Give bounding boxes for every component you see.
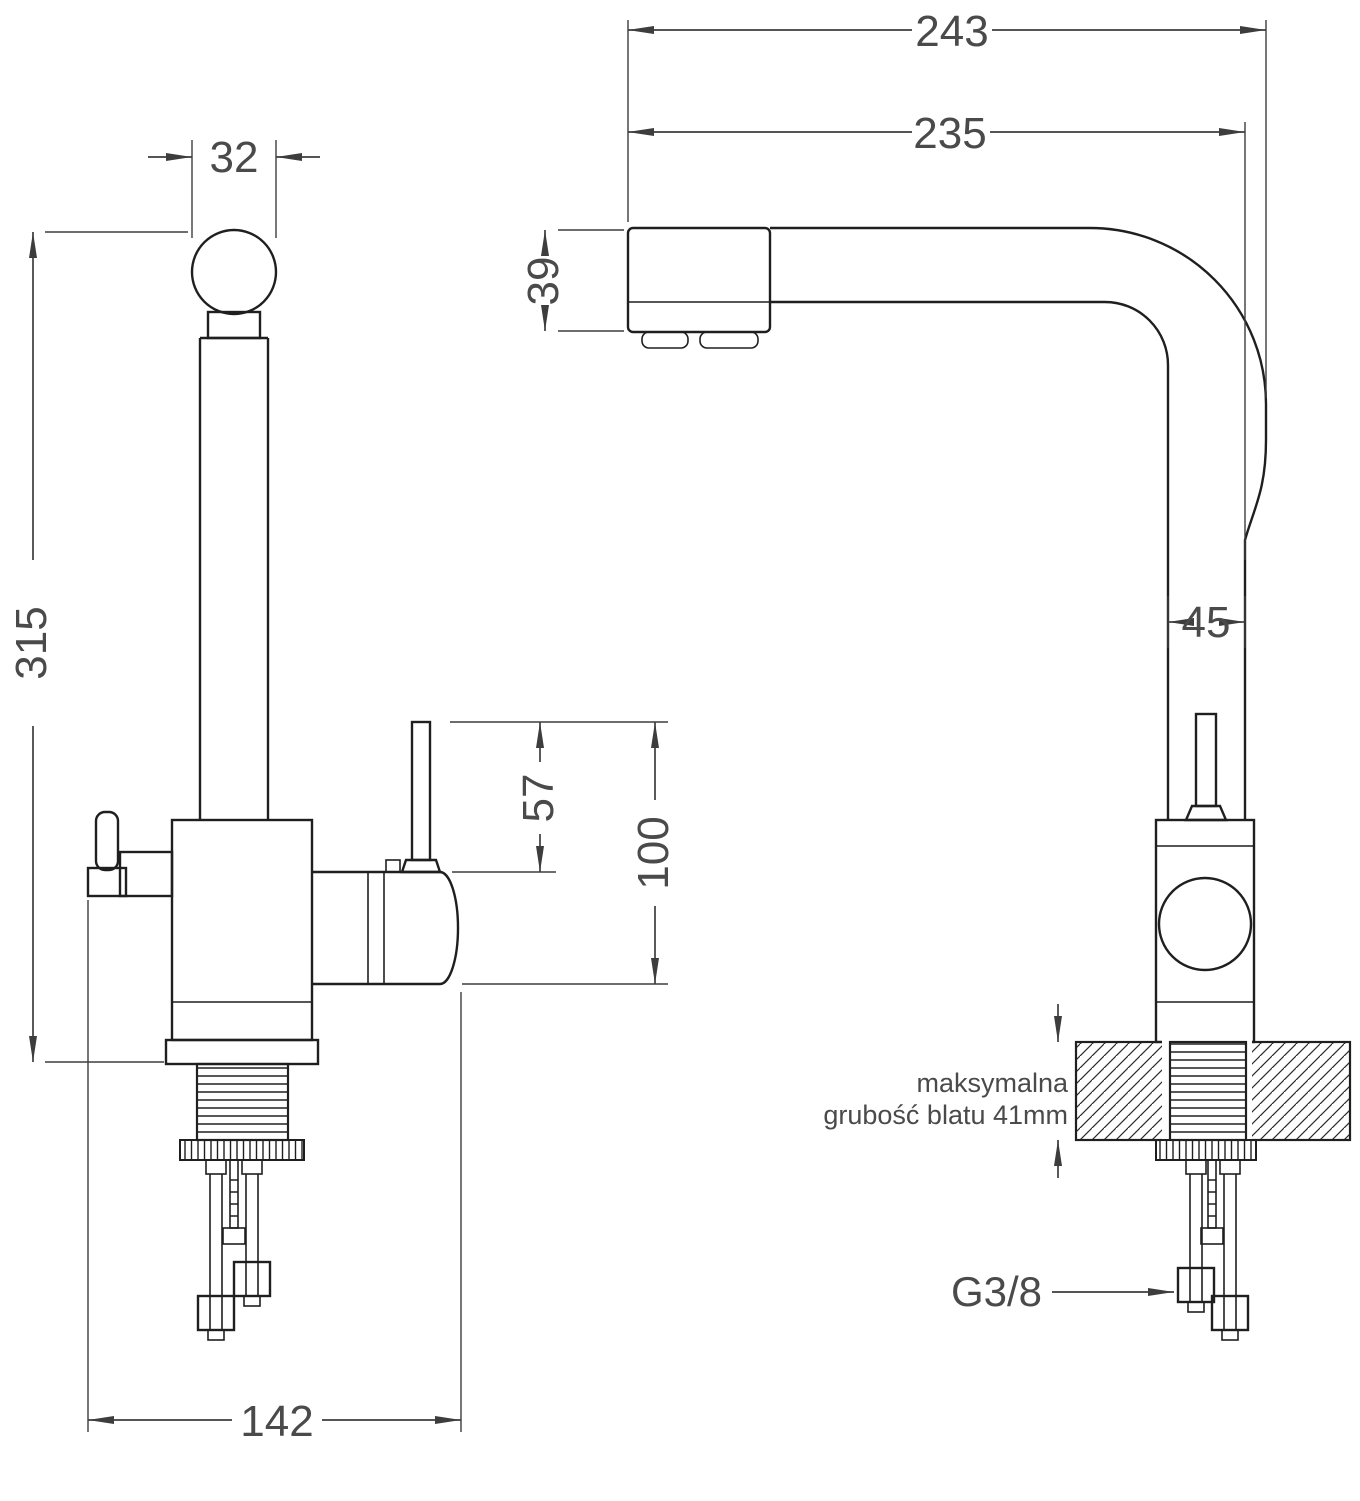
dim-57-label: 57 xyxy=(514,774,563,823)
aerator-tab xyxy=(641,331,689,349)
supply-hose xyxy=(1189,1174,1203,1268)
front-faucet-body xyxy=(86,228,460,1341)
mixer-body-side xyxy=(1154,818,1256,1044)
dim-45: 45 xyxy=(1167,596,1246,648)
nut-facet xyxy=(209,1296,223,1330)
dim-39: 39 xyxy=(519,229,624,332)
dim-315-label: 315 xyxy=(7,606,56,679)
nut-facet xyxy=(1189,1268,1203,1302)
aerator-outlet xyxy=(206,310,262,340)
spout-inner-edge xyxy=(770,300,1170,820)
mounting-stud xyxy=(1207,1159,1217,1229)
hose-ferrule xyxy=(241,1159,263,1175)
stud-threads xyxy=(1208,1179,1216,1217)
threaded-shank-side xyxy=(1168,1040,1248,1142)
front-view: 32 315 57 100 xyxy=(7,133,678,1446)
note-line2: grubość blatu 41mm xyxy=(823,1100,1068,1130)
hose-nut xyxy=(1210,1294,1250,1332)
filter-lever-base xyxy=(86,866,128,898)
dim-243-label: 243 xyxy=(915,7,988,56)
hose-nipple xyxy=(243,1295,261,1307)
countertop-thickness-note: maksymalna grubość blatu 41mm xyxy=(823,1004,1069,1178)
dim-39-label: 39 xyxy=(519,257,568,306)
hose-nut xyxy=(1176,1266,1216,1304)
dim-100-label: 100 xyxy=(629,816,678,889)
handle-collar xyxy=(400,858,442,874)
spout-ball xyxy=(190,228,278,316)
hose-nut xyxy=(196,1294,236,1332)
supply-hose xyxy=(245,1174,259,1262)
stud-threads xyxy=(230,1179,238,1217)
dim-142: 142 xyxy=(87,900,462,1446)
threaded-shank xyxy=(195,1062,290,1142)
g38-callout: G3/8 xyxy=(951,1268,1174,1315)
dim-235-label: 235 xyxy=(913,109,986,158)
spout-head xyxy=(626,226,772,334)
stud-nut xyxy=(222,1227,246,1245)
mixer-body xyxy=(170,818,314,1042)
dim-32-label: 32 xyxy=(210,133,259,182)
stud-nut xyxy=(1200,1227,1224,1245)
filter-valve-hub xyxy=(118,850,174,898)
thread-size-label: G3/8 xyxy=(951,1268,1042,1315)
handle-collar-side xyxy=(1184,804,1228,822)
supply-hose xyxy=(209,1174,223,1296)
side-faucet-body xyxy=(626,226,1352,1341)
hose-ferrule xyxy=(205,1159,227,1175)
dim-57: 57 xyxy=(450,721,668,873)
nut-facet xyxy=(1223,1296,1237,1330)
hose-ferrule xyxy=(1185,1159,1207,1175)
hose-nipple xyxy=(1221,1329,1239,1341)
cartridge-cap xyxy=(1157,876,1253,972)
riser-pipe xyxy=(198,336,270,820)
housing-nub xyxy=(385,859,401,873)
base-flange xyxy=(164,1038,320,1066)
spout-outer-edge xyxy=(770,226,1268,820)
dim-32: 32 xyxy=(148,133,320,238)
hose-nipple xyxy=(1187,1301,1205,1313)
hose-nut xyxy=(232,1260,272,1298)
note-line1: maksymalna xyxy=(916,1068,1069,1098)
nut-facet xyxy=(245,1262,259,1296)
cartridge-housing xyxy=(312,870,460,986)
supply-hose xyxy=(1223,1174,1237,1296)
mounting-stud xyxy=(229,1159,239,1229)
hose-nipple xyxy=(207,1329,225,1341)
side-view: 243 235 39 45 maksyma xyxy=(519,7,1352,1341)
dim-142-label: 142 xyxy=(240,1397,313,1446)
mounting-washer xyxy=(179,1139,305,1161)
dim-243: 243 xyxy=(627,7,1267,398)
dim-100: 100 xyxy=(462,722,678,985)
dim-235: 235 xyxy=(628,109,1246,560)
mixer-handle-side xyxy=(1194,712,1218,808)
mounting-washer-side xyxy=(1155,1139,1257,1161)
dim-45-label: 45 xyxy=(1182,598,1231,647)
mixer-handle xyxy=(410,720,432,862)
hose-ferrule xyxy=(1219,1159,1241,1175)
dim-315: 315 xyxy=(7,231,188,1063)
aerator-tab xyxy=(699,331,759,349)
filter-lever xyxy=(94,810,120,872)
